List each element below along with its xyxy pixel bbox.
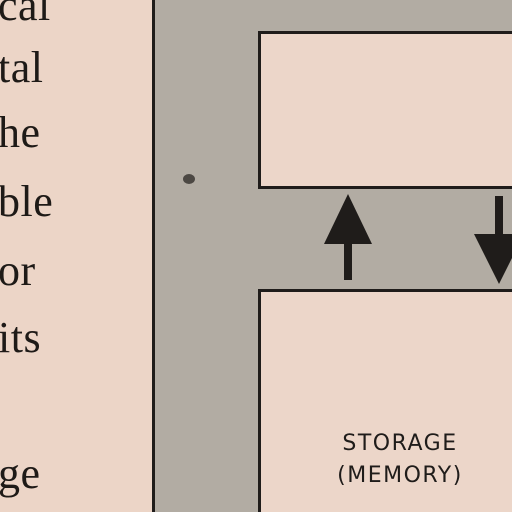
storage-memory-box — [258, 289, 512, 512]
up-arrow-icon — [324, 194, 372, 280]
text-line: cal — [0, 0, 51, 30]
text-line: ge — [0, 449, 41, 498]
upper-unit-box — [258, 31, 512, 189]
storage-label: STORAGE (MEMORY) — [330, 428, 470, 492]
storage-label-line2: (MEMORY) — [337, 463, 463, 488]
text-line: ble — [0, 177, 54, 226]
ink-speck — [183, 174, 195, 184]
storage-label-line1: STORAGE — [342, 431, 458, 456]
text-line: tal — [0, 43, 44, 92]
text-line: its — [0, 313, 42, 362]
text-line: or — [0, 246, 36, 295]
text-line: he — [0, 108, 41, 157]
down-arrow-icon — [474, 196, 512, 284]
body-text-column: cal tal he ble or its ge — [0, 0, 152, 512]
